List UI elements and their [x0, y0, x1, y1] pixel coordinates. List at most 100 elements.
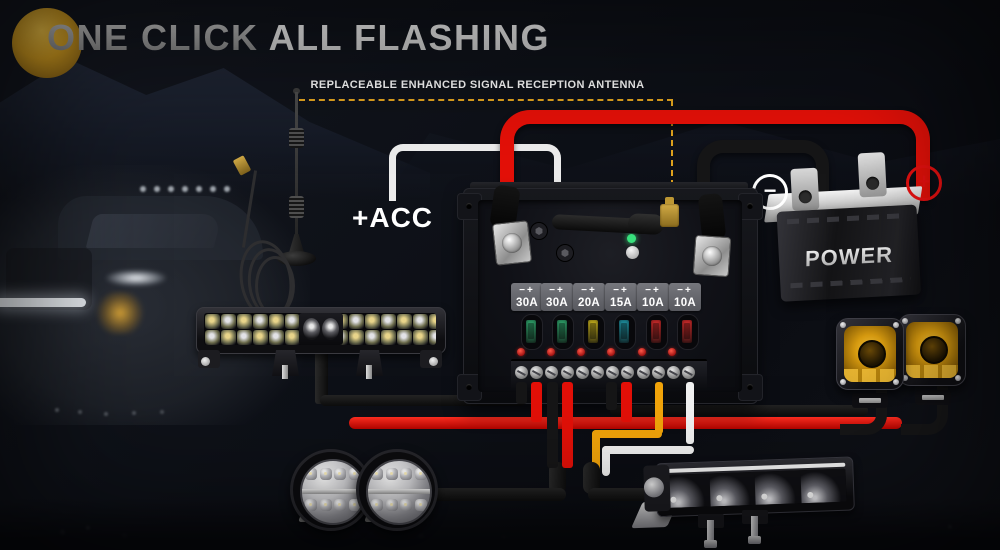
- callout-dashed-line-horizontal: [299, 99, 673, 101]
- reflector: [300, 459, 366, 525]
- indicator-led: [668, 348, 676, 356]
- battery-negative-clamp: [790, 167, 820, 211]
- center-spot-module: [299, 313, 343, 345]
- mount-bolt: [751, 516, 758, 540]
- main-power-wire: [349, 417, 902, 429]
- led-cell: [236, 329, 252, 345]
- ground-input-boot: [697, 192, 727, 242]
- controller-lid-rail: [470, 182, 748, 193]
- roof-light-dot: [140, 186, 146, 192]
- terminal-screw[interactable]: [560, 366, 574, 379]
- mount-slot: [859, 398, 881, 403]
- reflector-divider: [368, 489, 430, 494]
- bokeh-dot: [104, 412, 108, 416]
- bokeh-dot: [160, 410, 164, 414]
- antenna-mast: [295, 92, 298, 240]
- truck-fog-light-glow: [94, 292, 146, 334]
- terminal-screw[interactable]: [682, 366, 696, 379]
- mounting-ear: [738, 193, 763, 220]
- pod-mount-base: [915, 390, 951, 405]
- terminal-screw[interactable]: [545, 366, 559, 379]
- led-cell: [380, 329, 396, 345]
- indicator-led: [577, 348, 585, 356]
- fuse-label-15a: −+15A: [605, 283, 637, 311]
- positive-terminal-badge: +: [906, 165, 942, 201]
- reflector-pod: [799, 468, 847, 504]
- terminal-screw[interactable]: [667, 366, 680, 379]
- led-cell: [268, 313, 284, 329]
- fuse-polarity: −+: [677, 285, 693, 296]
- output-wire-aux_yellow: [655, 382, 663, 434]
- terminal-screw[interactable]: [606, 366, 620, 379]
- lens-bolt: [955, 318, 961, 324]
- fuse-amps: 20A: [578, 297, 600, 309]
- led-cell: [380, 313, 396, 329]
- truck-windshield: [85, 214, 223, 248]
- led-cell: [396, 329, 412, 345]
- mount-nut: [748, 536, 761, 544]
- indicator-led: [547, 348, 555, 356]
- pod-ground-wire: [610, 405, 868, 416]
- title-part1: ONE CLICK: [47, 17, 269, 58]
- fuse-amps: 15A: [610, 297, 632, 309]
- battery-vents: [790, 276, 911, 289]
- fuse-holder: [521, 314, 543, 350]
- antenna-coil: [289, 128, 304, 148]
- led-cell: [284, 313, 300, 329]
- mounting-bolt: [366, 365, 372, 379]
- ear-hole: [747, 203, 753, 209]
- battery-case: POWER: [776, 204, 922, 302]
- terminal-screw[interactable]: [621, 366, 635, 379]
- led-cell: [252, 329, 268, 345]
- pairing-button[interactable]: [626, 246, 639, 259]
- fuse-polarity: −+: [581, 285, 597, 296]
- amber-pod-light-2: [898, 314, 966, 386]
- lens-bolt: [902, 318, 908, 324]
- lens-bolt: [840, 322, 846, 328]
- bokeh-dot: [132, 411, 136, 415]
- fuse-amps: 10A: [642, 297, 664, 309]
- fuse-label-30a: −+30A: [511, 283, 543, 311]
- led-cell: [252, 313, 268, 329]
- fuse-label-10a: −+10A: [637, 283, 669, 311]
- ear-hole: [747, 384, 753, 390]
- fuse-holder: [614, 314, 636, 350]
- gold-sun-icon: [12, 8, 82, 78]
- terminal-screw[interactable]: [591, 366, 604, 379]
- hex-bolt: [556, 244, 574, 262]
- led-row: [305, 499, 361, 511]
- fuse-polarity: −+: [613, 285, 629, 296]
- fuse-polarity: −+: [645, 285, 661, 296]
- roof-light-dot: [196, 186, 202, 192]
- truck-bumper-lightbar-glow: [0, 298, 86, 307]
- terminal-screw[interactable]: [515, 366, 528, 379]
- bracket-bolt: [201, 357, 210, 366]
- mount-slot: [922, 395, 944, 400]
- roof-light-dot: [182, 186, 188, 192]
- terminal-screw[interactable]: [636, 366, 650, 379]
- fuse-amps: 10A: [674, 297, 696, 309]
- round-lights-cable: [424, 488, 566, 501]
- fuse-amps: 30A: [516, 297, 538, 309]
- fuse: [526, 320, 536, 343]
- led-cell: [284, 329, 300, 345]
- fuse-label-30a: −+30A: [541, 283, 573, 311]
- output-wire-ground_black: [606, 382, 617, 410]
- terminal-screw[interactable]: [575, 366, 589, 379]
- lens-bolt: [893, 379, 899, 385]
- fuse-polarity: −+: [549, 285, 565, 296]
- mounting-ear: [738, 374, 763, 401]
- output-wire-power_red: [621, 382, 632, 422]
- ear-hole: [466, 203, 472, 209]
- led-cell: [364, 329, 380, 345]
- indicator-led: [517, 348, 525, 356]
- amber-pod-light-1: [836, 318, 904, 390]
- lens-bolt: [893, 322, 899, 328]
- terminal-screw[interactable]: [530, 366, 544, 379]
- small-light-bar: [631, 452, 862, 550]
- lens-bolt: [840, 379, 846, 385]
- terminal-screw[interactable]: [651, 366, 665, 379]
- mount-nut: [704, 540, 717, 548]
- acc-wire: [389, 144, 561, 201]
